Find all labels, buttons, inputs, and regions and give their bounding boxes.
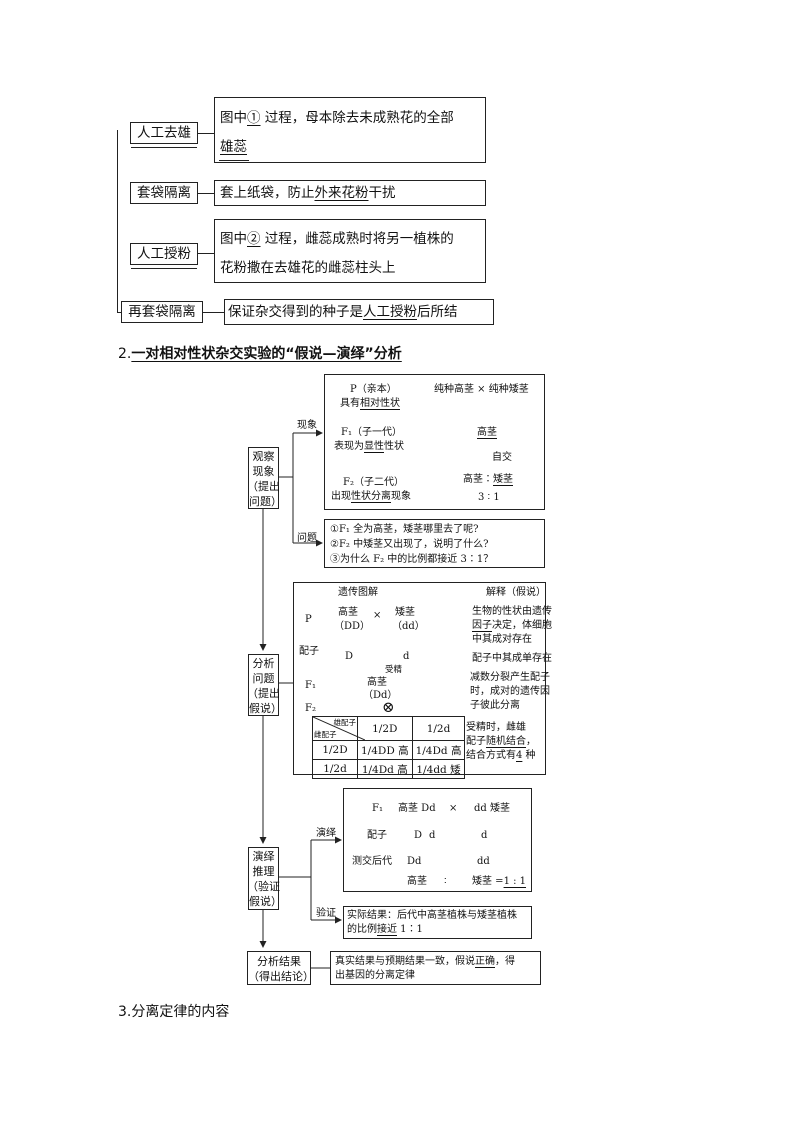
verify-box: 实际结果：后代中高茎植株与矮茎植株 的比例接近 1∶1 (343, 906, 532, 939)
hypo-title-left: 遗传图解 (338, 587, 378, 598)
self-label: 自交 (492, 452, 512, 463)
f1-result: 高茎 (477, 427, 497, 438)
table-corner: 雄配子 雌配子 (312, 716, 365, 741)
testcross-box (343, 788, 532, 892)
selfing-icon: ⊗ (382, 698, 395, 716)
heading-3: 3.分离定律的内容 (118, 1004, 230, 1020)
label-box: 套袋隔离 (130, 182, 198, 204)
connector (117, 130, 118, 312)
table-row: 1/2d 1/4Dd 高 1/4dd 矮 (312, 759, 466, 779)
label-box: 人工授粉 (130, 243, 198, 265)
f2-label: F₂（子二代） (343, 477, 404, 488)
text-box: 套上纸袋，防止外来花粉干扰 (214, 180, 486, 206)
step-box-deduce: 演绎推理 （验证假说） (247, 847, 282, 910)
p-label: P（亲本） (350, 384, 397, 395)
tc-D: D (414, 830, 423, 841)
text-box: 保证杂交得到的种子是人工授粉后所结 (224, 299, 494, 325)
p-dd: （dd） (392, 621, 425, 632)
table-row: 1/2D 1/4DD 高 1/4Dd 高 (312, 740, 466, 760)
fert-label: 受精 (385, 665, 403, 675)
label-verify: 验证 (316, 908, 336, 919)
label-phenomenon: 现象 (297, 420, 317, 431)
p-cross: × (373, 610, 382, 621)
gamete-D: D (345, 651, 354, 662)
label-deduce: 演绎 (316, 828, 336, 839)
gamete-d: d (403, 651, 410, 662)
label-box: 人工去雄 (130, 122, 198, 144)
tc-result-sep: ∶ (444, 876, 447, 887)
gen-F1: F₁ (305, 680, 316, 691)
table-header: 1/2d (411, 716, 466, 741)
tc-gamete: 配子 (367, 830, 387, 841)
gen-F2: F₂ (305, 703, 316, 714)
tc-tall: 高茎 Dd (398, 803, 436, 814)
label-text: 人工去雄 (137, 125, 191, 141)
connector (117, 312, 121, 313)
f2-desc: 出现性状分离现象 (331, 491, 411, 502)
tc-Dd: Dd (407, 856, 422, 867)
step-box-observe: 观察现象 （提出问题） (247, 447, 282, 509)
double-underline (219, 160, 249, 161)
text-box: 图中① 过程，母本除去未成熟花的全部 雄蕊 (214, 97, 486, 163)
connector (198, 253, 215, 254)
gen-P: P (305, 614, 312, 625)
connector (198, 133, 215, 134)
tc-dd: dd (477, 856, 490, 867)
tc-F1: F₁ (372, 803, 383, 814)
table-header: 1/2D (357, 716, 413, 741)
tc-cross: × (449, 803, 458, 814)
step-box-conclusion: 分析结果（得出结论） (247, 951, 314, 985)
text-box: 图中② 过程，雌蕊成熟时将另一植株的 花粉撒在去雄花的雌蕊柱头上 (214, 219, 486, 283)
phenomenon-box (324, 374, 545, 510)
double-underline (131, 268, 197, 269)
hypo-title-right: 解释（假说） (486, 587, 546, 598)
exp2: 配子中其成单存在 (472, 653, 552, 664)
punnett-table: 雄配子 雌配子 1/2D 1/2d 1/2D 1/4DD 高 1/4Dd 高 1… (312, 716, 466, 779)
p-DD: （DD） (334, 621, 371, 632)
exp1: 生物的性状由遗传 因子决定，体细胞 中其成对存在 (472, 606, 552, 645)
tc-short: dd 矮茎 (474, 803, 510, 814)
f1-label: F₁（子一代） (341, 427, 402, 438)
tc-result-tall: 高茎 (407, 876, 427, 887)
f2-ratio: 3 ∶ 1 (478, 492, 500, 503)
questions-box: ①F₁ 全为高茎，矮茎哪里去了呢? ②F₂ 中矮茎又出现了，说明了什么? ③为什… (324, 519, 545, 568)
exp3: 减数分裂产生配子 时，成对的遗传因 子彼此分离 (470, 672, 550, 711)
conclusion-box: 真实结果与预期结果一致，假说正确，得 出基因的分离定律 (330, 951, 541, 985)
p-short: 矮茎 (395, 607, 415, 618)
f1-desc: 表现为显性性状 (334, 441, 404, 452)
tc-offspring: 测交后代 (352, 856, 392, 867)
p-desc: 具有相对性状 (340, 398, 400, 409)
double-underline (131, 147, 197, 148)
exp4: 受精时，雌雄 配子随机结合， 结合方式有4 种 (466, 722, 536, 761)
label-question: 问题 (297, 533, 317, 544)
p-tall: 高茎 (338, 607, 358, 618)
connector (198, 193, 215, 194)
f1-tall: 高茎 (367, 677, 387, 688)
f2-result: 高茎∶矮茎 (463, 474, 513, 485)
tc-d2: d (481, 830, 488, 841)
connector (203, 312, 225, 313)
p-cross: 纯种高茎 × 纯种矮茎 (434, 384, 529, 395)
step-box-hypothesis: 分析问题 （提出假说） (247, 654, 282, 716)
tc-result: 矮茎 =1 : 1 (472, 876, 527, 887)
gen-gamete: 配子 (299, 646, 319, 657)
label-box: 再套袋隔离 (121, 301, 203, 323)
heading-2: 2.一对相对性状杂交实验的“假说—演绎”分析 (118, 346, 402, 362)
tc-d: d (429, 830, 436, 841)
f1-Dd: （Dd） (363, 690, 398, 701)
